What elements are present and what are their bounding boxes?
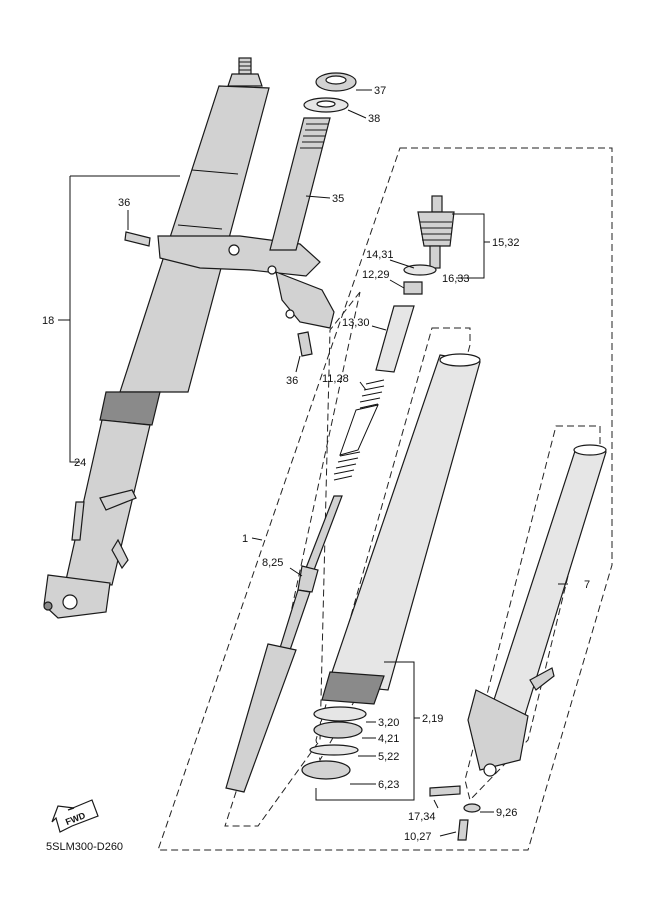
inner-seal-band (321, 671, 385, 705)
inner-tube (327, 354, 481, 691)
callout-15-32: 15,32 (492, 237, 520, 249)
gasket (463, 803, 481, 813)
cartridge-tube (225, 643, 297, 793)
cap-bolt-assembly (403, 195, 455, 295)
callout-24: 24 (74, 457, 86, 469)
callout-14-31: 14,31 (366, 249, 394, 261)
fork-assembly-complete (43, 57, 335, 619)
outer-tube-outline (464, 425, 601, 801)
pinch-bolt-upper (124, 231, 151, 247)
callout-5-22: 5,22 (378, 751, 399, 763)
callout-3-20: 3,20 (378, 717, 399, 729)
seal-ring-outer (99, 391, 161, 426)
diagram-code: 5SLM300-D260 (46, 841, 123, 853)
clip-5-22 (309, 744, 359, 756)
cap-bolt (227, 73, 263, 87)
damper-rod (225, 495, 343, 793)
base-bolt (457, 819, 469, 841)
callout-6-23: 6,23 (378, 779, 399, 791)
spacer-collar (375, 305, 415, 373)
callout-10-27: 10,27 (404, 831, 432, 843)
slide-bushing-3-20 (313, 706, 367, 722)
washer-4-21 (313, 721, 363, 739)
outer-tube-foot (467, 689, 529, 771)
callout-17-34: 17,34 (408, 811, 436, 823)
callout-37: 37 (374, 85, 386, 97)
callout-38: 38 (368, 113, 380, 125)
callout-16-33: 16,33 (442, 273, 470, 285)
axle-foot (43, 574, 111, 619)
steering-stem (269, 117, 331, 251)
callout-35: 35 (332, 193, 344, 205)
pinch-bolt-lower (297, 331, 313, 357)
inner-tube-outline (315, 327, 471, 762)
drain-bolt (429, 785, 461, 797)
callout-4-21: 4,21 (378, 733, 399, 745)
callout-36-upper: 36 (118, 197, 130, 209)
callout-7: 7 (584, 579, 590, 591)
bracket-clamp-right (275, 271, 335, 329)
ring-nut-37 (315, 72, 357, 92)
dust-seal-6-23 (301, 760, 351, 780)
callout-9-26: 9,26 (496, 807, 517, 819)
callout-18: 18 (42, 315, 54, 327)
callout-1: 1 (242, 533, 248, 545)
callout-11-28: 11,28 (322, 373, 349, 385)
callout-36-lower: 36 (286, 375, 298, 387)
callout-8-25: 8,25 (262, 557, 283, 569)
inner-assembly-outline (157, 147, 613, 851)
callout-2-19: 2,19 (422, 713, 443, 725)
fork-spring (333, 379, 385, 481)
callout-13-30: 13,30 (342, 317, 370, 329)
fwd-arrow-icon: FWD (51, 799, 99, 833)
washer-38 (303, 97, 349, 113)
nut-12-29 (403, 281, 423, 295)
callout-12-29: 12,29 (362, 269, 390, 281)
